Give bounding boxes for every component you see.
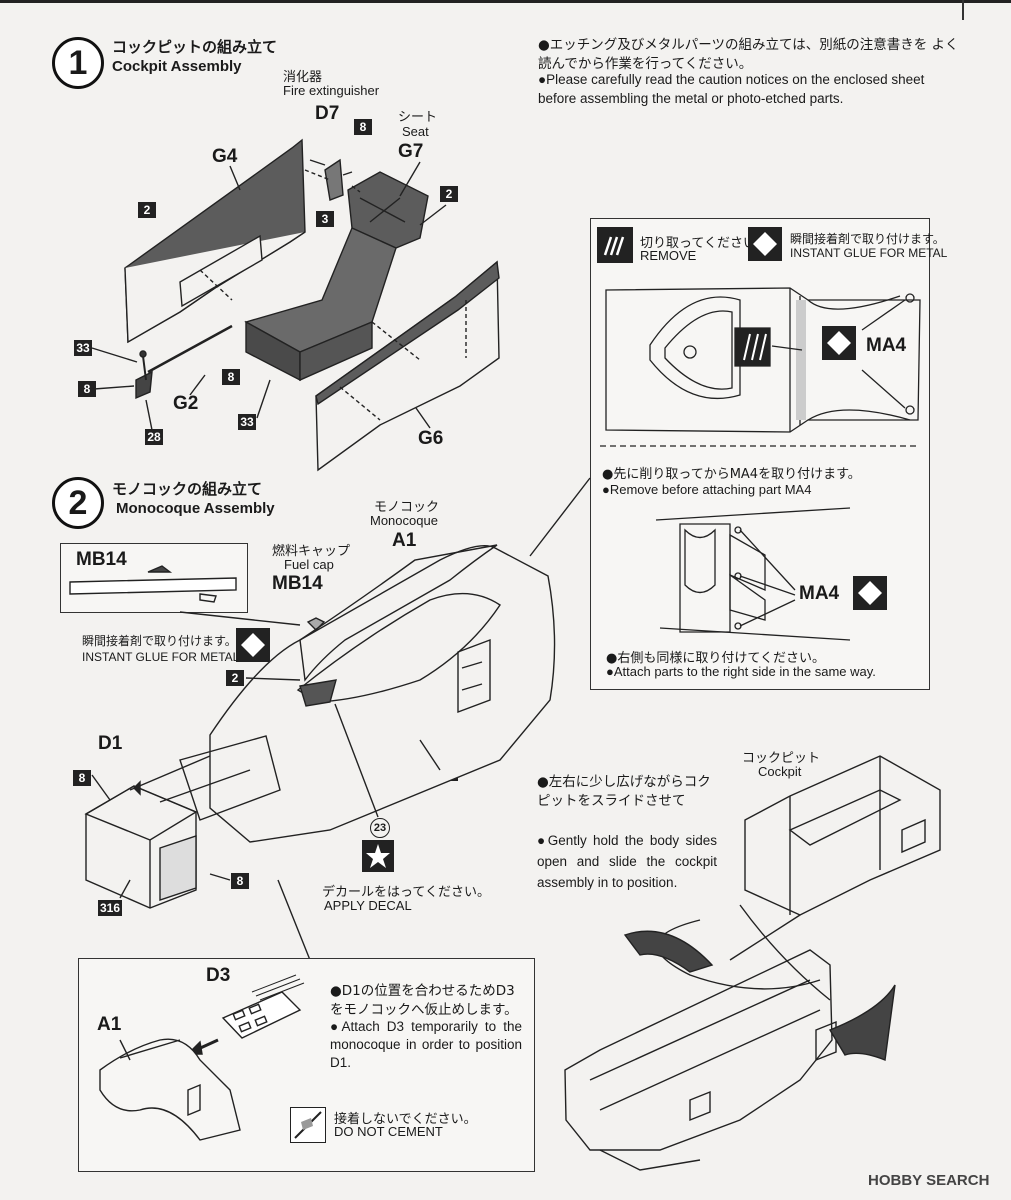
fire-extinguisher-label-jp: 消化器 xyxy=(283,70,323,85)
remove-icon xyxy=(597,227,633,263)
part-label-a1: A1 xyxy=(392,530,417,551)
monocoque-label-en: Monocoque xyxy=(370,513,438,528)
monocoque-label-jp: モノコック xyxy=(374,500,440,515)
apply-decal-star-icon xyxy=(362,840,394,872)
color-number-316-d1: 316 xyxy=(98,900,123,916)
decal-number-circle: 23 xyxy=(370,818,390,838)
color-number-8-d1-side: 8 xyxy=(231,873,249,889)
watermark-hobby-search: HOBBY SEARCH xyxy=(868,1172,990,1189)
ma4-glue-icon xyxy=(822,326,856,360)
color-number-2-monocoque: 2 xyxy=(226,670,244,686)
right-border xyxy=(962,0,964,20)
slide-note-jp: ●左右に少し広げながらコクピットをスライドさせて xyxy=(537,774,711,809)
seat-label-jp: シート xyxy=(398,110,438,125)
part-label-g4: G4 xyxy=(212,146,238,167)
remove-label-en: REMOVE xyxy=(640,248,697,263)
d3-note-en: ●Attach D3 temporarily to the monocoque … xyxy=(330,1019,522,1070)
color-number-8-g2: 8 xyxy=(78,381,96,397)
part-label-d7: D7 xyxy=(315,103,340,124)
color-number-28: 28 xyxy=(145,429,163,445)
part-label-ma4-side: MA4 xyxy=(799,583,840,604)
seat-label-en: Seat xyxy=(402,124,429,139)
step2-glue-label-en: INSTANT GLUE FOR METAL xyxy=(82,650,240,664)
slide-note-en: ●Gently hold the body sides open and sli… xyxy=(537,833,717,890)
part-label-g2: G2 xyxy=(173,393,199,414)
slide-cockpit-label-en: Cockpit xyxy=(758,764,802,779)
do-not-cement-label-en: DO NOT CEMENT xyxy=(334,1124,443,1139)
color-number-8-rod: 8 xyxy=(222,369,240,385)
part-label-mb14: MB14 xyxy=(272,573,323,594)
color-number-33-g2: 33 xyxy=(74,340,92,356)
top-border xyxy=(0,0,1011,3)
do-not-cement-label-jp: 接着しないでください。 xyxy=(334,1112,477,1127)
part-label-g6: G6 xyxy=(418,428,444,449)
color-number-3: 3 xyxy=(316,211,334,227)
mb14-inset-label: MB14 xyxy=(76,549,127,570)
step1-title-en: Cockpit Assembly xyxy=(112,58,242,75)
decal-label-jp: デカールをはってください。 xyxy=(322,885,490,900)
color-number-2-g6: 2 xyxy=(440,186,458,202)
fuel-cap-label-jp: 燃料キャップ xyxy=(272,544,351,559)
ma4-note2-en: ●Attach parts to the right side in the s… xyxy=(606,664,876,679)
ma4-note2-jp: ●右側も同様に取り付けてください。 xyxy=(606,651,825,666)
d7-fire-extinguisher xyxy=(324,158,344,201)
step1-title-jp: コックピットの組み立て xyxy=(112,38,278,56)
part-label-a1-inset: A1 xyxy=(97,1014,122,1035)
do-not-cement-icon xyxy=(290,1107,326,1143)
caution-note-en: ●Please carefully read the caution notic… xyxy=(538,72,925,106)
ma4-note1-en: ●Remove before attaching part MA4 xyxy=(602,482,812,497)
color-number-8-d1: 8 xyxy=(73,770,91,786)
step-number-1: 1 xyxy=(52,37,104,89)
step2-title-jp: モノコックの組み立て xyxy=(112,480,263,498)
instant-glue-label-jp: 瞬間接着剤で取り付けます。 xyxy=(790,232,945,246)
part-label-g7: G7 xyxy=(398,141,424,162)
part-label-ma4-top: MA4 xyxy=(866,335,907,356)
instant-glue-label-en: INSTANT GLUE FOR METAL xyxy=(790,246,948,260)
color-number-33-seat: 33 xyxy=(238,414,256,430)
remove-label-jp: 切り取ってください。 xyxy=(640,236,769,251)
slide-cockpit-label-jp: コックピット xyxy=(742,751,821,766)
instant-glue-icon xyxy=(748,227,782,261)
step2-glue-icon xyxy=(236,628,270,662)
ma4-note1-jp: ●先に削り取ってからMA4を取り付けます。 xyxy=(602,467,861,482)
step-number-2: 2 xyxy=(52,477,104,529)
part-label-d3: D3 xyxy=(206,965,231,986)
decal-label-en: APPLY DECAL xyxy=(324,898,412,913)
ma4-side-glue-icon xyxy=(853,576,887,610)
d3-note-jp: ●D1の位置を合わせるためD3をモノコックへ仮止めします。 xyxy=(330,983,518,1018)
g2-rod xyxy=(147,324,233,374)
fire-extinguisher-label-en: Fire extinguisher xyxy=(283,83,380,98)
step2-glue-label-jp: 瞬間接着剤で取り付けます。 xyxy=(82,634,237,648)
part-label-d1: D1 xyxy=(98,733,123,754)
caution-note-jp: ●エッチング及びメタルパーツの組み立ては、別紙の注意書きを よく読んでから作業を… xyxy=(538,37,959,72)
color-number-2-g4: 2 xyxy=(138,202,156,218)
step2-title-en: Monocoque Assembly xyxy=(116,500,275,517)
color-number-8-d7: 8 xyxy=(354,119,372,135)
fuel-cap-label-en: Fuel cap xyxy=(284,557,334,572)
